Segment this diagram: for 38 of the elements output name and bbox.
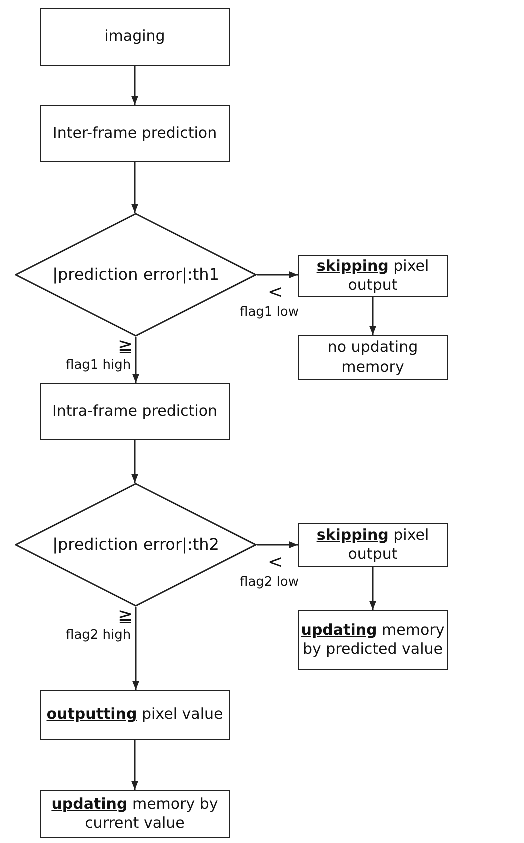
- arrow: [257, 271, 298, 279]
- flag-label: flag1 low: [240, 305, 300, 320]
- node-label: updating memory by current value: [50, 794, 220, 834]
- process-box: [298, 523, 448, 567]
- node-label: |prediction error|:th2: [52, 534, 220, 556]
- edge-label: <: [268, 554, 284, 572]
- arrow: [131, 740, 139, 790]
- process-box: [298, 255, 448, 297]
- arrow: [257, 541, 298, 549]
- flag-label: flag2 low: [240, 575, 300, 590]
- edge-label: <: [268, 284, 284, 302]
- node-label: updating memory by predicted value: [300, 620, 446, 660]
- process-box: [298, 610, 448, 670]
- arrow: [369, 567, 377, 610]
- arrow: [369, 297, 377, 335]
- process-box: [40, 690, 230, 740]
- process-box: [40, 383, 230, 440]
- node-label: Inter-frame prediction: [52, 124, 218, 144]
- node-label: imaging: [104, 27, 166, 47]
- node-label: Intra-frame prediction: [52, 402, 218, 422]
- node-label: |prediction error|:th1: [52, 264, 220, 286]
- flag-label: flag1 high: [66, 358, 132, 373]
- process-box: [40, 790, 230, 838]
- arrow: [131, 66, 139, 105]
- arrow: [132, 607, 140, 690]
- node-label: skipping pixel output: [316, 256, 430, 296]
- arrow: [132, 337, 140, 383]
- arrow: [131, 440, 139, 483]
- edge-label: ≧: [118, 338, 134, 356]
- arrow: [131, 162, 139, 213]
- node-label: outputting pixel value: [46, 705, 224, 725]
- edge-label: ≧: [118, 608, 134, 626]
- process-box: [40, 105, 230, 162]
- process-box: [298, 335, 448, 380]
- node-label: skipping pixel output: [316, 526, 430, 564]
- process-box: [40, 8, 230, 66]
- flag-label: flag2 high: [66, 628, 132, 643]
- node-label: no updating memory: [326, 338, 420, 377]
